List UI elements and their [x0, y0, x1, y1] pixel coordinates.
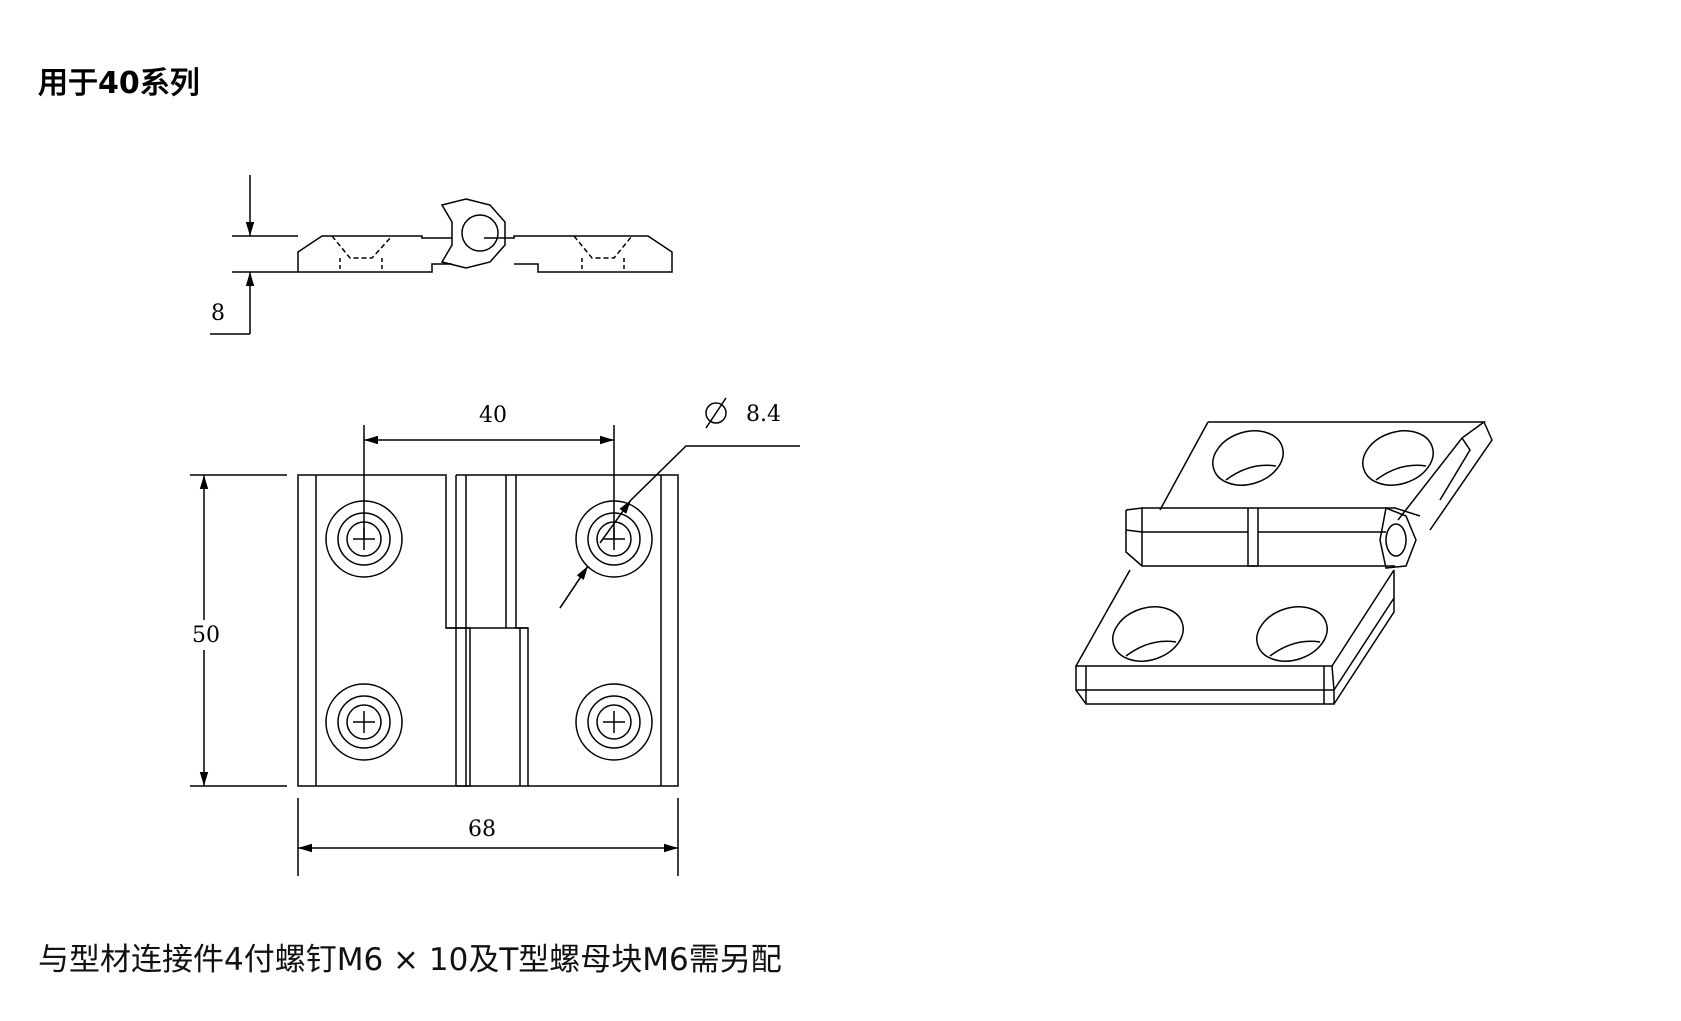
- caption: 与型材连接件4付螺钉M6 × 10及T型螺母块M6需另配: [38, 942, 782, 978]
- isometric-view: [1074, 421, 1493, 705]
- hole-bottom-right: [575, 683, 653, 761]
- dim-hole-spacing: 40: [479, 403, 507, 428]
- hole-bottom-left: [325, 683, 403, 761]
- dim-height: 50: [192, 623, 220, 648]
- dim-thickness: 8: [211, 301, 225, 326]
- dim-width: 68: [468, 817, 496, 842]
- diameter-symbol: [705, 397, 727, 429]
- front-view: 40 8.4 50 68: [190, 397, 800, 876]
- page-title: 用于40系列: [38, 66, 200, 101]
- side-view: 8: [210, 175, 673, 335]
- dim-hole-diameter: 8.4: [746, 402, 781, 427]
